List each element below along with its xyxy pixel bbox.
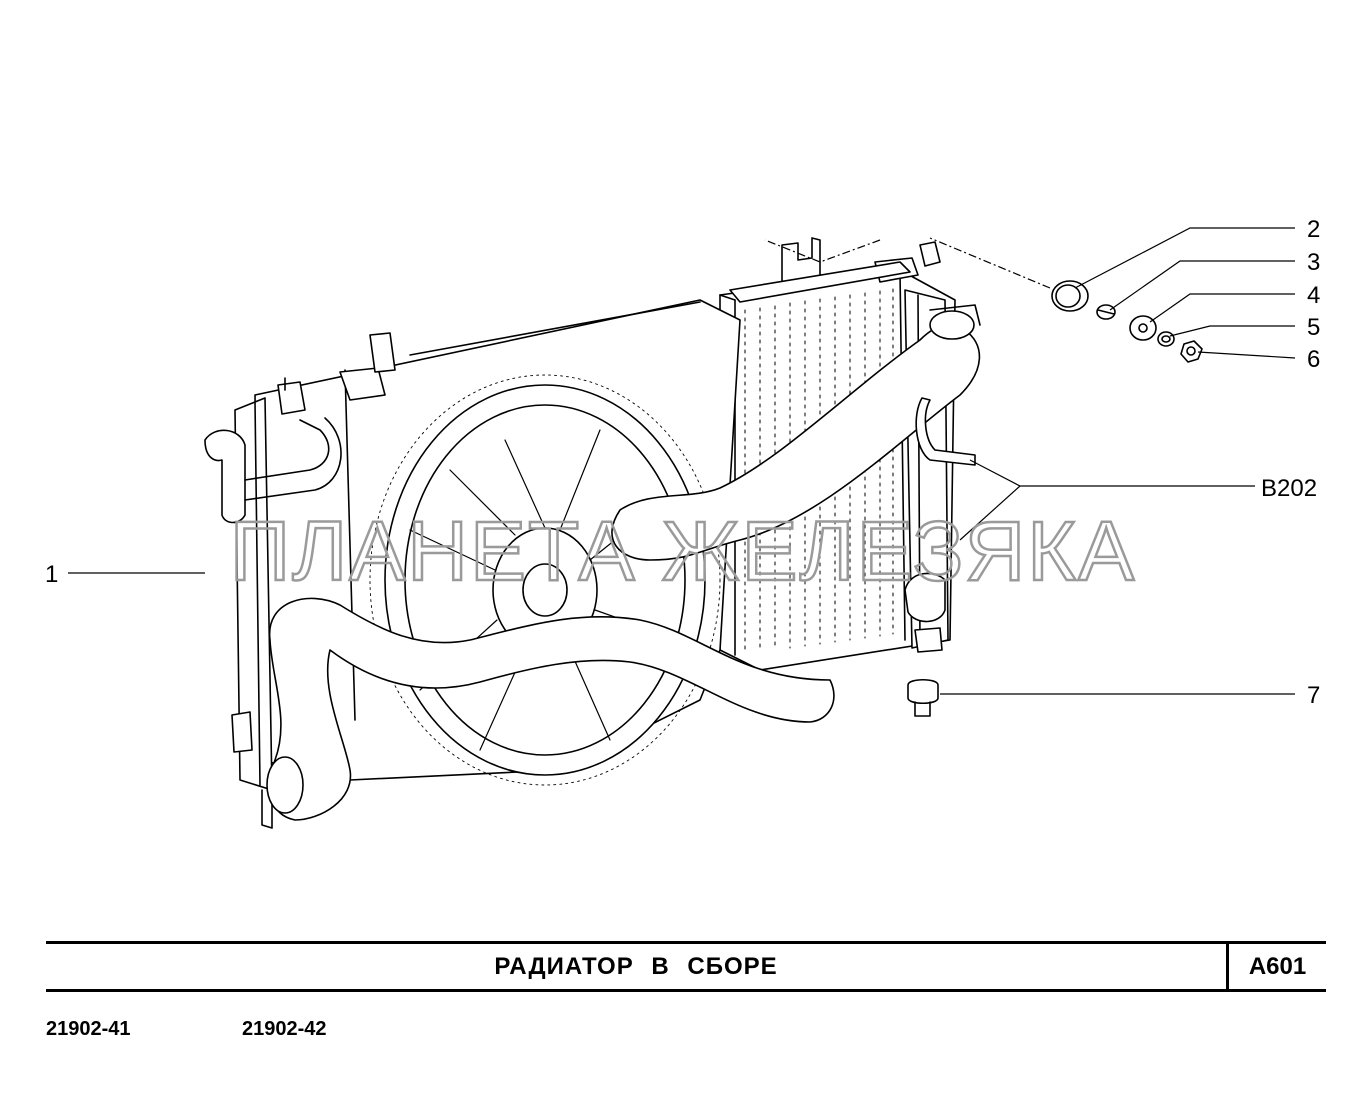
callout-5: 5 <box>1307 314 1320 341</box>
model-code: 21902-41 <box>46 1018 131 1040</box>
top-brackets <box>729 237 941 303</box>
mounting-parts <box>907 280 1203 717</box>
callout-1: 1 <box>45 561 58 588</box>
drawing-title: РАДИАТОР В СБОРЕ <box>494 953 778 980</box>
callout-b202: B202 <box>1261 475 1317 502</box>
title-block: РАДИАТОР В СБОРЕ A601 <box>46 941 1326 992</box>
bypass-pipe <box>904 397 976 653</box>
title-divider <box>1226 944 1229 989</box>
callout-2: 2 <box>1307 216 1320 243</box>
callout-labels: 1 2 3 4 5 6 B202 7 <box>45 216 1320 709</box>
watermark-text: ПЛАНЕТА ЖЕЛЕЗЯКА <box>230 504 1136 598</box>
leader-lines <box>68 227 1296 695</box>
drawing-code: A601 <box>1248 953 1307 980</box>
lower-radiator-hose <box>266 597 835 821</box>
model-code: 21902-42 <box>242 1018 327 1040</box>
upper-radiator-hose <box>611 304 981 561</box>
callout-4: 4 <box>1307 282 1320 309</box>
upper-left-hose <box>204 417 342 524</box>
callout-7: 7 <box>1307 682 1320 709</box>
callout-6: 6 <box>1307 346 1320 373</box>
radiator-assembly-drawing: ПЛАНЕТА ЖЕЛЕЗЯКА 1 2 3 4 5 6 B202 7 <box>45 216 1320 829</box>
callout-3: 3 <box>1307 249 1320 276</box>
